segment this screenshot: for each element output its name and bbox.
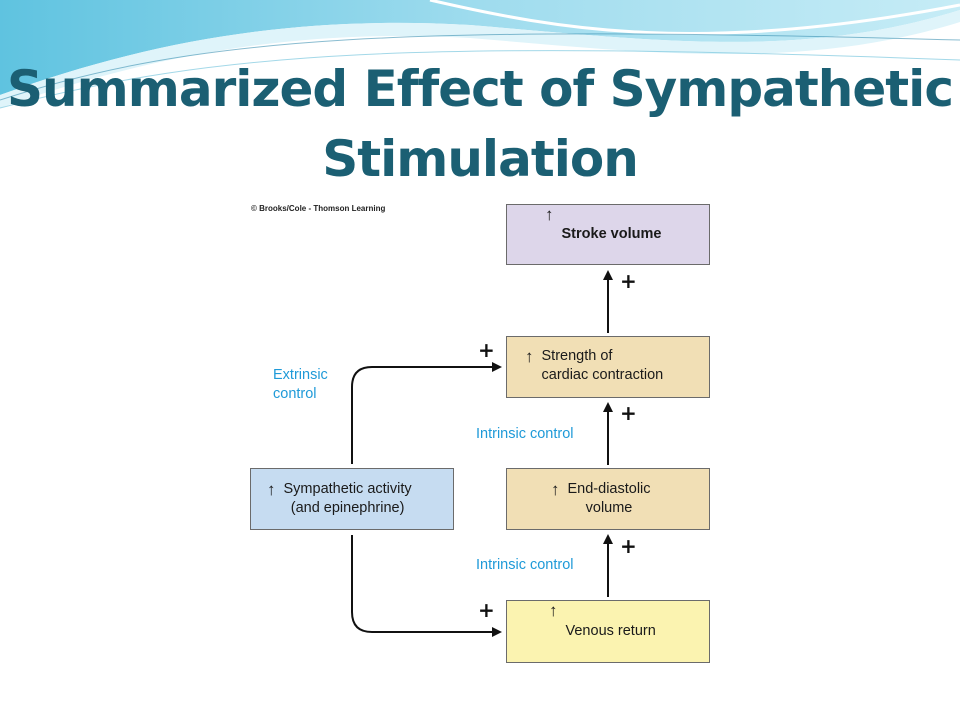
box-strength-label: Strength of cardiac contraction [541,348,664,383]
plus-sign: + [620,401,637,425]
plus-sign: + [478,598,495,622]
plus-sign: + [620,269,637,293]
slide-title-line-2: Stimulation [322,130,639,188]
label-intrinsic-control-lower: Intrinsic control [476,557,574,573]
decorative-wave-header [0,0,960,109]
increase-arrow-icon: ↑ [549,601,558,620]
box-strength-of-contraction: ↑ Strength of cardiac contraction [506,336,710,398]
increase-arrow-icon: ↑ [545,205,554,224]
copyright-notice: © Brooks/Cole - Thomson Learning [251,204,386,213]
box-stroke-volume: ↑ Stroke volume [506,204,710,265]
slide-title-line-1: Summarized Effect of Sympathetic [7,60,954,118]
increase-arrow-icon: ↑ [551,480,560,499]
box-venous-label: Venous return [565,623,656,639]
label-intrinsic-control-upper: Intrinsic control [476,426,574,442]
increase-arrow-icon: ↑ [267,480,276,499]
box-edv-label: End-diastolic volume [567,481,651,516]
box-venous-return: ↑ Venous return [506,600,710,663]
plus-sign: + [478,338,495,362]
box-sympathetic-activity: ↑ Sympathetic activity (and epinephrine) [250,468,454,530]
plus-sign: + [620,534,637,558]
box-end-diastolic-volume: ↑ End-diastolic volume [506,468,710,530]
box-stroke-volume-label: Stroke volume [561,226,662,242]
increase-arrow-icon: ↑ [525,347,534,366]
label-extrinsic-control: Extrinsic control [273,367,328,402]
box-sympathetic-label: Sympathetic activity (and epinephrine) [283,481,412,516]
